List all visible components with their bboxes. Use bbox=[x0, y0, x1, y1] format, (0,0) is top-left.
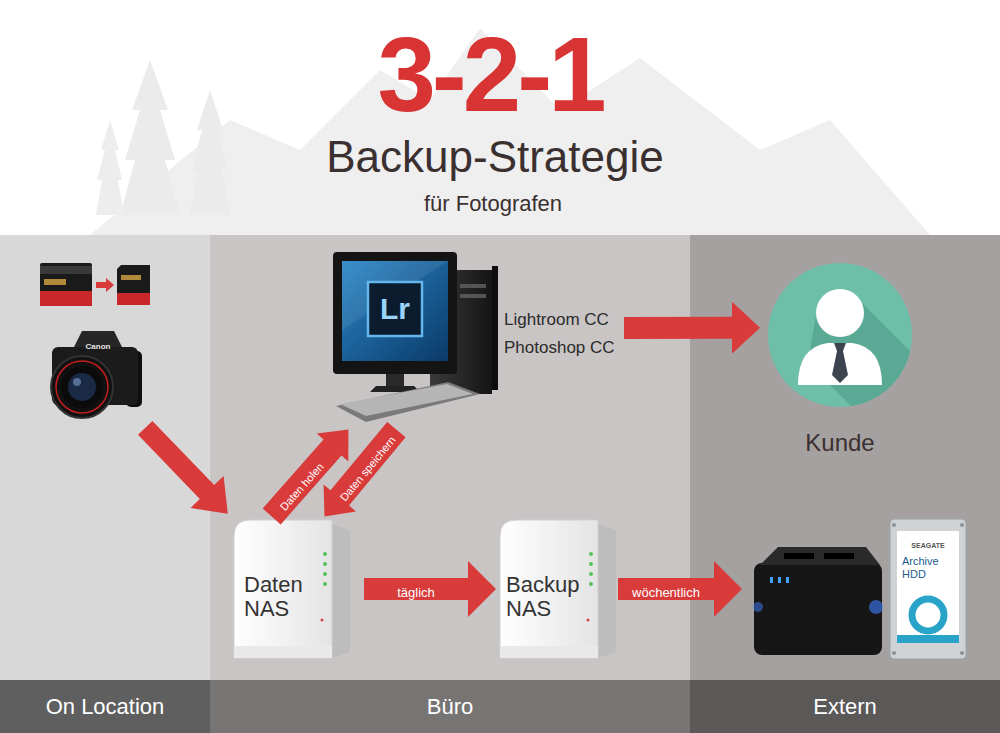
band-footer: Büro bbox=[210, 680, 690, 733]
customer-node: Kunde bbox=[768, 263, 912, 407]
computer-node-text-slot: Lr bbox=[368, 282, 422, 336]
data-nas-node-text: Daten NAS bbox=[244, 573, 303, 621]
subtitle-text: Backup-Strategie bbox=[0, 135, 990, 179]
subtitle-text-slot: Backup-Strategie bbox=[0, 135, 990, 179]
title-text: 3-2-1 bbox=[0, 22, 980, 127]
memory-card-illustration bbox=[0, 235, 210, 733]
arrow-label-slot: Daten speichern bbox=[368, 464, 448, 482]
archive-node: SEAGATE Archive HDD bbox=[750, 515, 970, 663]
computer-node: LrLightroom CC Photoshop CC bbox=[330, 250, 612, 428]
customer-node-text-slot: Kunde bbox=[768, 431, 912, 455]
tree-shape bbox=[190, 90, 230, 215]
backup-nas-node-text: Backup NAS bbox=[506, 573, 579, 621]
backup-nas-node-text-slot: Backup NAS bbox=[506, 573, 579, 621]
archive-node-text: SEAGATE bbox=[911, 542, 944, 549]
camera-node-text-slot: Canon bbox=[78, 335, 118, 353]
flow-arrow bbox=[324, 422, 406, 517]
arrow-label: wöchentlich bbox=[632, 586, 700, 599]
tagline-text-slot: für Fotografen bbox=[0, 193, 986, 215]
tagline-text: für Fotografen bbox=[0, 193, 986, 215]
arrow-label: täglich bbox=[397, 586, 435, 599]
flow-arrow bbox=[618, 561, 742, 617]
customer-icon bbox=[768, 263, 912, 407]
computer-node-text-slot: Lightroom CC Photoshop CC bbox=[504, 306, 622, 362]
band-footer: On Location bbox=[0, 680, 210, 733]
tree-shape bbox=[120, 60, 180, 215]
archive-drive-illustration bbox=[750, 515, 970, 663]
computer-node-text: Lightroom CC Photoshop CC bbox=[504, 306, 622, 362]
arrow-label-slot: wöchentlich bbox=[666, 589, 734, 607]
archive-node-text: Archive HDD bbox=[902, 555, 939, 581]
office-band-text: Büro bbox=[427, 696, 473, 718]
tree-shape bbox=[96, 120, 124, 215]
camera-illustration bbox=[38, 325, 154, 425]
camera-node-text: Canon bbox=[86, 343, 111, 351]
external-band-text: Extern bbox=[813, 696, 877, 718]
flow-arrow bbox=[138, 421, 228, 514]
title-slot: 3-2-1 bbox=[0, 22, 980, 127]
computer-node-text: Lr bbox=[380, 294, 410, 324]
office-band: BüroLrLightroom CC Photoshop CCDaten NAS… bbox=[210, 235, 690, 733]
location-band: On Location Canon bbox=[0, 235, 210, 733]
data-nas-node: Daten NAS bbox=[232, 518, 352, 660]
data-nas-node-text-slot: Daten NAS bbox=[244, 573, 303, 621]
archive-node-text-slot: SEAGATE bbox=[900, 534, 956, 552]
customer-node-text: Kunde bbox=[805, 431, 874, 455]
arrow-label-slot: täglich bbox=[416, 589, 454, 607]
backup-nas-node: Backup NAS bbox=[498, 518, 618, 660]
camera-node: Canon bbox=[38, 325, 154, 425]
flow-arrow bbox=[624, 302, 760, 354]
flow-arrow bbox=[364, 561, 496, 617]
location-band-text: On Location bbox=[46, 696, 165, 718]
archive-node-text-slot: Archive HDD bbox=[902, 555, 939, 581]
band-footer: Extern bbox=[690, 680, 1000, 733]
